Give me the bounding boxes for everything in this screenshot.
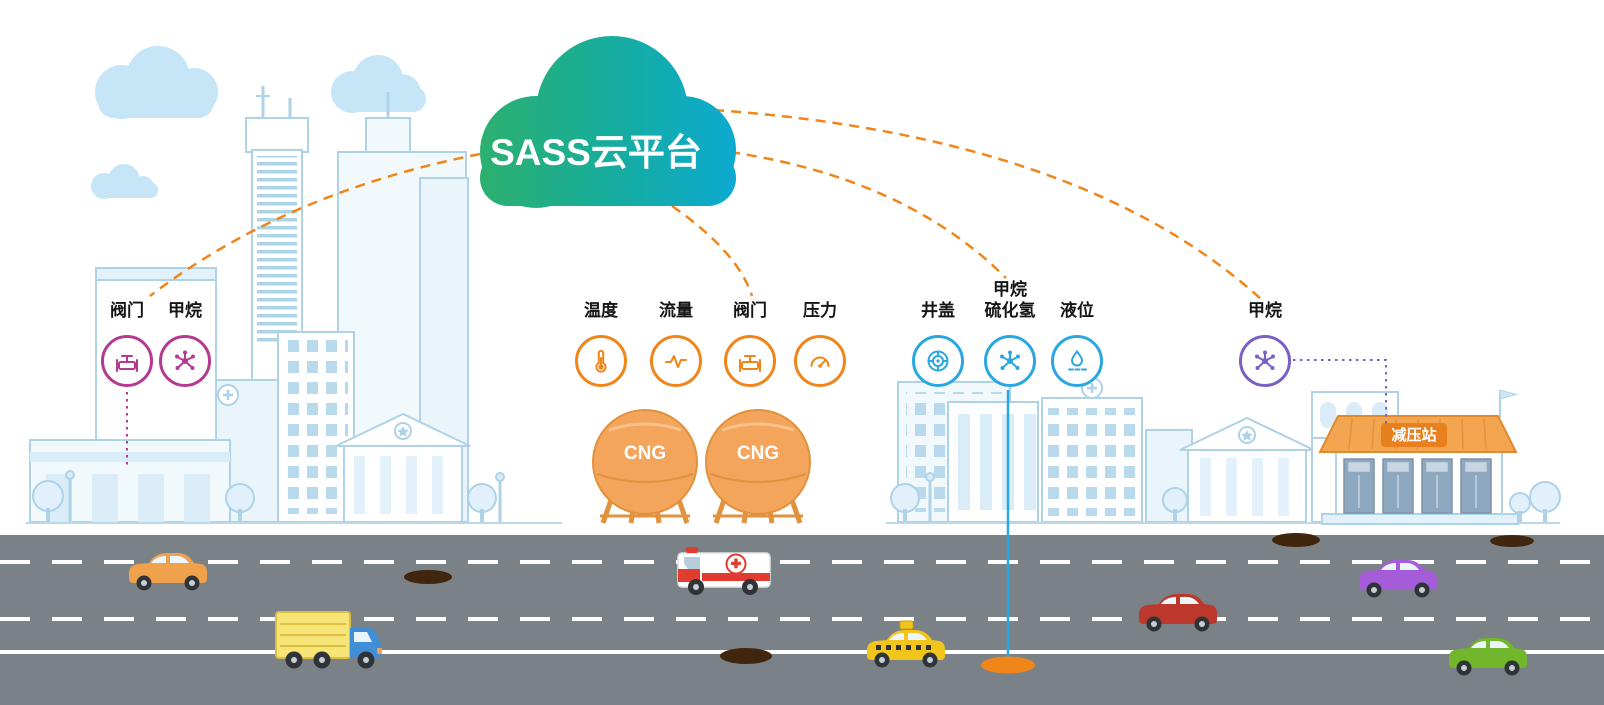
sensor-circle xyxy=(101,335,153,387)
road xyxy=(0,535,1604,705)
sensor-circle xyxy=(724,335,776,387)
vehicle-ambulance xyxy=(677,547,771,595)
vehicle-car-orange xyxy=(129,553,207,591)
cng-tank-1: CNG xyxy=(592,409,698,524)
flag xyxy=(1499,389,1518,418)
manhole-cover xyxy=(1490,535,1534,547)
manhole-cover xyxy=(1272,533,1320,547)
sensor-circle xyxy=(912,335,964,387)
manhole-sensor: 井盖 xyxy=(912,300,964,387)
sensor-label: 流量 xyxy=(659,301,693,320)
vehicle-taxi xyxy=(867,620,945,668)
connection-lines xyxy=(126,108,1387,674)
sensor-circle xyxy=(650,335,702,387)
sensor-label: 甲烷 硫化氢 xyxy=(984,280,1036,320)
cloud-link-cng-sensors xyxy=(671,204,754,297)
vehicle-car-green xyxy=(1449,638,1527,676)
cloud-link-pipeline-sensors xyxy=(729,150,1007,279)
flow-sensor: 流量 xyxy=(650,300,702,387)
vehicle-car-red xyxy=(1139,594,1217,632)
station-sensor-link xyxy=(1293,359,1387,428)
tank-label: CNG xyxy=(624,443,666,464)
manhole-icon xyxy=(927,350,949,372)
sensor-circle xyxy=(159,335,211,387)
vehicle-truck xyxy=(275,611,382,669)
methane-sensor: 甲烷 xyxy=(159,300,211,387)
manhole-cover xyxy=(404,570,452,584)
station-sign-label: 减压站 xyxy=(1391,426,1436,444)
sensor-circle xyxy=(794,335,846,387)
sky-cloud-medium xyxy=(331,55,426,113)
molecule-icon xyxy=(1000,350,1020,370)
gear-emblem xyxy=(217,384,239,406)
sensor-circle xyxy=(984,335,1036,387)
street-lamp xyxy=(495,472,505,522)
methane-sensor: 甲烷 xyxy=(1239,300,1291,387)
tree xyxy=(1162,487,1188,522)
sensor-label: 阀门 xyxy=(733,301,767,320)
cloud-link-station-sensor xyxy=(713,108,1263,301)
molecule-icon xyxy=(1255,350,1275,370)
vehicle-car-purple xyxy=(1359,560,1437,598)
valve-sensor: 阀门 xyxy=(724,300,776,387)
sky-clouds xyxy=(91,46,426,199)
cng-tank-2: CNG xyxy=(705,409,811,524)
level-icon xyxy=(1068,349,1087,371)
sensor-label: 压力 xyxy=(803,301,837,320)
classical-building-right xyxy=(1179,416,1315,523)
cng-tanks: CNG CNG xyxy=(592,409,811,524)
gauge-icon xyxy=(810,356,830,368)
valve-sensor: 阀门 xyxy=(101,300,153,387)
tree xyxy=(32,480,64,522)
street-lamp xyxy=(925,472,935,522)
tree xyxy=(467,483,497,522)
manhole-covers xyxy=(404,533,1534,664)
pressure-sensor: 压力 xyxy=(794,300,846,387)
tree xyxy=(890,483,920,522)
tree xyxy=(1529,481,1561,522)
level-sensor: 液位 xyxy=(1051,300,1103,387)
vehicles xyxy=(129,547,1527,676)
sensor-label: 温度 xyxy=(584,301,618,320)
sensor-label: 井盖 xyxy=(921,301,955,320)
temperature-sensor: 温度 xyxy=(575,300,627,387)
sensor-circle xyxy=(1239,335,1291,387)
cloud-platform-label: SASS云平台 xyxy=(490,132,702,173)
city-left xyxy=(26,86,562,524)
street-lamp xyxy=(65,470,75,522)
gas-sensor: 甲烷 硫化氢 xyxy=(984,279,1036,387)
valve-icon xyxy=(116,355,138,372)
valve-icon xyxy=(739,355,761,372)
sensor-label: 甲烷 xyxy=(168,301,202,320)
station-sign xyxy=(1381,423,1447,447)
manhole-cover xyxy=(720,648,772,664)
sky-cloud-large xyxy=(95,46,218,119)
sensor-label: 阀门 xyxy=(110,301,144,320)
classical-building-left xyxy=(335,412,471,523)
sensor-circle xyxy=(1051,335,1103,387)
tank-label: CNG xyxy=(737,443,779,464)
flow-icon xyxy=(665,355,687,368)
pressure-station: 减压站 xyxy=(1318,389,1519,525)
sensor-label: 甲烷 xyxy=(1248,301,1282,320)
sensor-label: 液位 xyxy=(1060,301,1094,320)
sensor-circle xyxy=(575,335,627,387)
molecule-icon xyxy=(175,350,195,370)
tree xyxy=(225,483,255,522)
cloud-link-building-sensors xyxy=(149,152,481,297)
tree xyxy=(1509,492,1531,522)
sky-cloud-small xyxy=(91,164,158,199)
thermometer-icon xyxy=(595,349,607,373)
cloud-platform: SASS云平台 xyxy=(480,36,736,208)
underground-sensor-node xyxy=(981,656,1035,674)
